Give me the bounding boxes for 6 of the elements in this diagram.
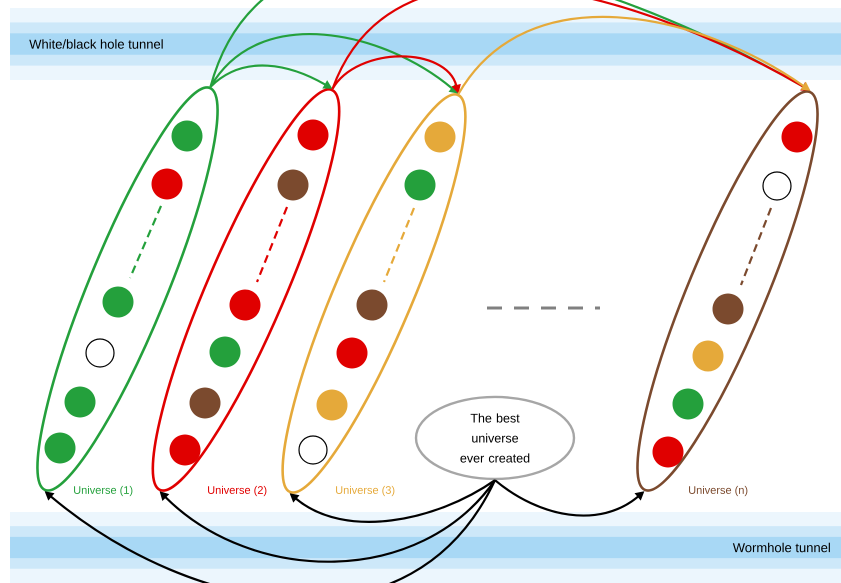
- universe-label: Universe (2): [208, 486, 266, 496]
- universe-label: Universe (n): [689, 486, 748, 496]
- band-label: White/black hole tunnel: [29, 39, 163, 49]
- universe-label: Universe (1): [74, 486, 132, 496]
- band-label: Wormhole tunnel: [732, 542, 830, 552]
- universe-label: Universe (3): [336, 486, 394, 496]
